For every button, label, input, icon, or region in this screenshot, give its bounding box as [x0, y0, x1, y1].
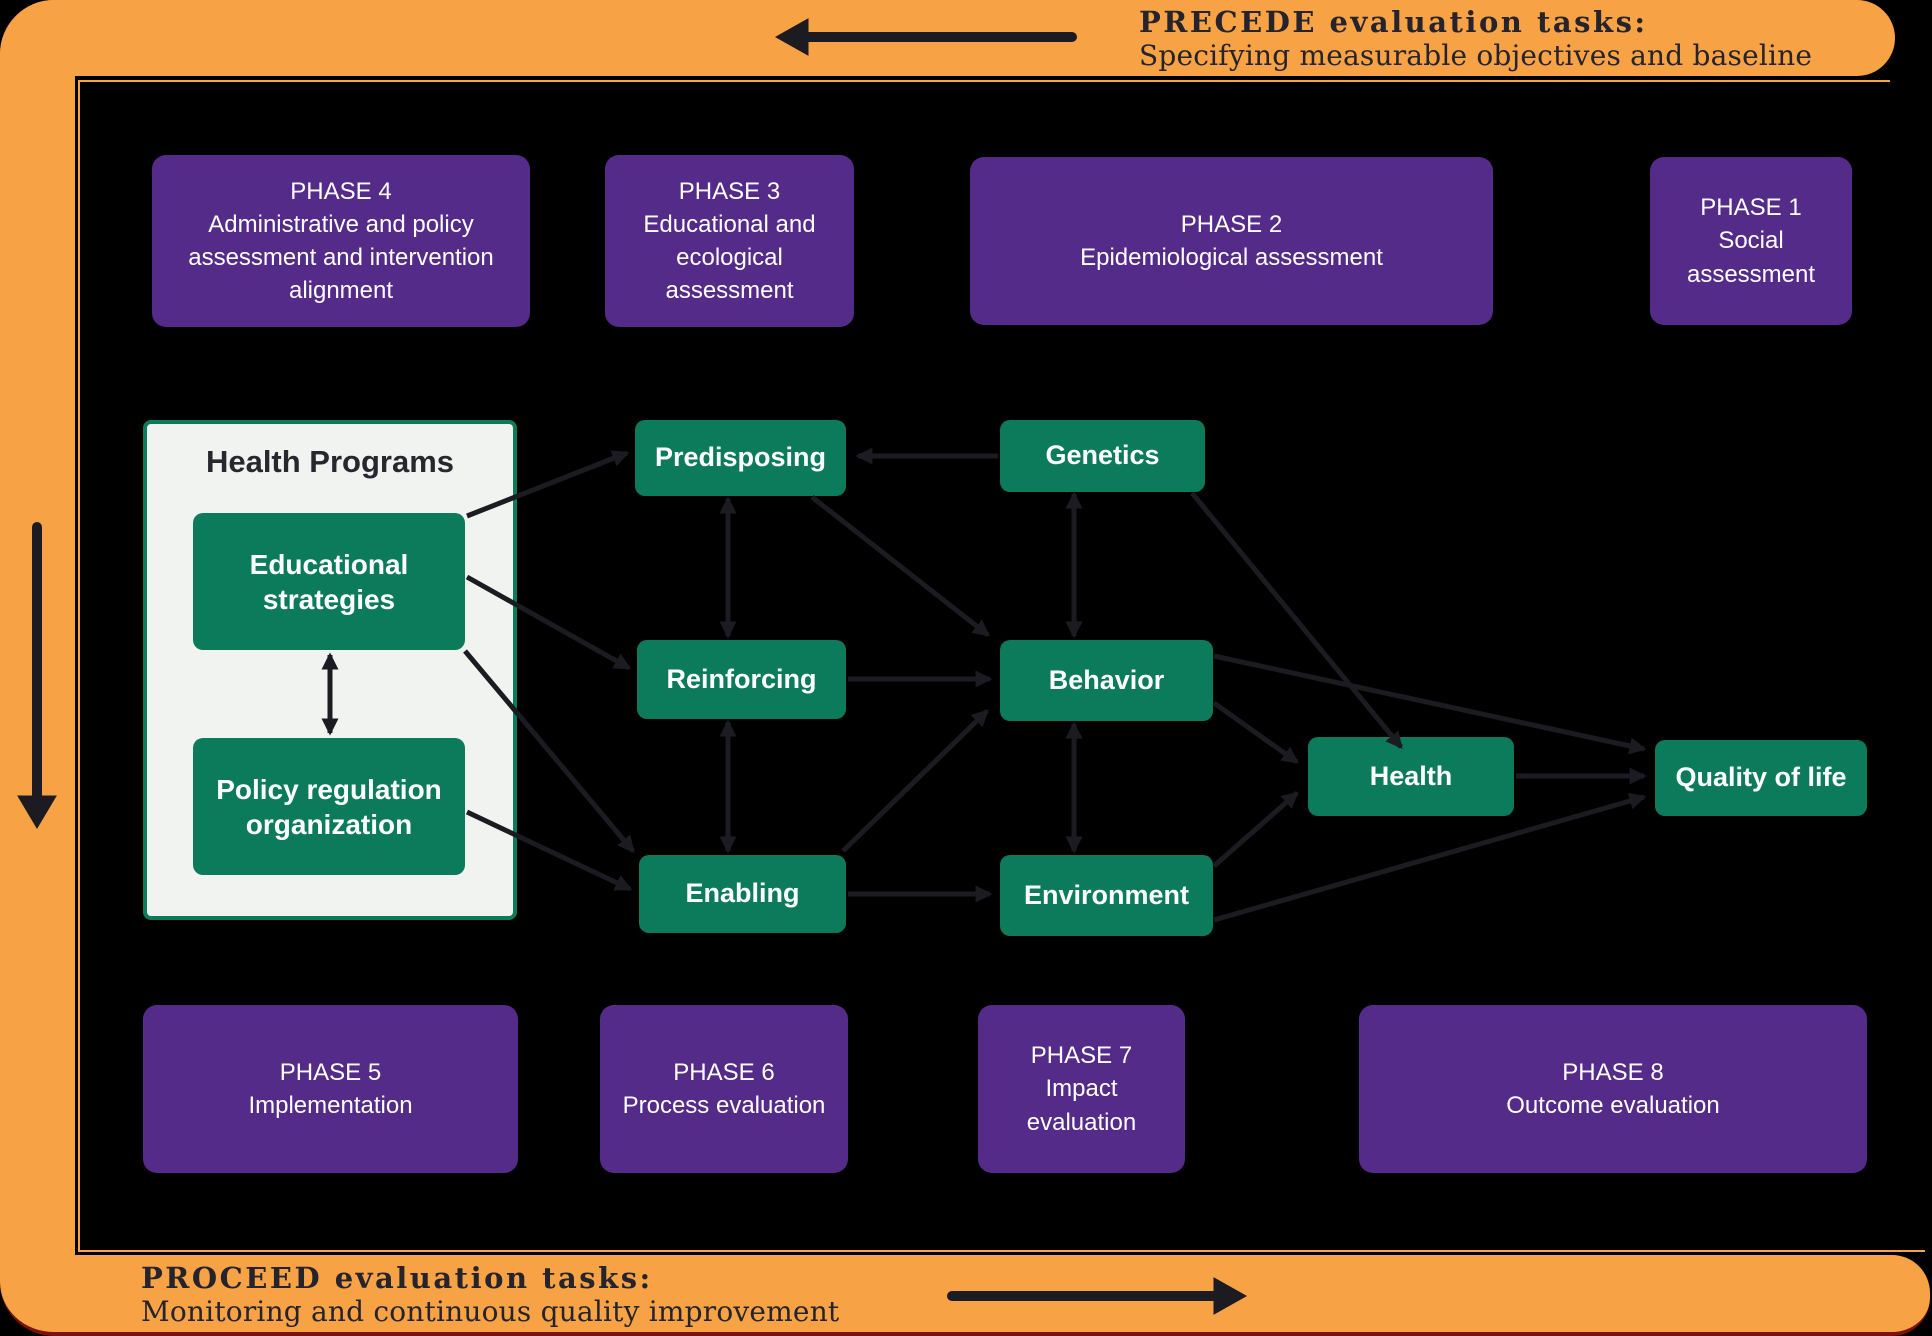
precede-banner-title: PRECEDE evaluation tasks:: [1139, 5, 1648, 39]
phase-text: Social assessment: [1686, 227, 1816, 288]
node-label: Environment: [1023, 879, 1190, 910]
node-predisposing: Predisposing: [635, 420, 846, 496]
phase-text: Epidemiological assessment: [1080, 244, 1383, 271]
precede-banner-subtitle: Specifying measurable objectives and bas…: [1139, 39, 1813, 73]
edge-predisposing-to-behavior: [810, 495, 991, 637]
edge-environment-to-health: [1212, 791, 1299, 868]
phase-title: PHASE 6: [673, 1058, 775, 1086]
inner-pinstripe-left: [78, 80, 80, 1252]
phase-box-2: PHASE 2 Epidemiological assessment: [970, 157, 1493, 325]
phase-box-7: PHASE 7 Impact evaluation: [978, 1005, 1185, 1173]
inner-pinstripe-bottom: [78, 1250, 1925, 1252]
phase-text: Implementation: [248, 1092, 413, 1119]
phase-box-1: PHASE 1 Social assessment: [1650, 157, 1852, 325]
node-label: Reinforcing: [666, 663, 817, 694]
phase-box-3: PHASE 3 Educational and ecological asses…: [605, 155, 854, 327]
phase-title: PHASE 7: [1030, 1042, 1133, 1070]
node-label: Behavior: [1048, 664, 1165, 695]
node-behavior: Behavior: [1000, 640, 1213, 721]
node-reinforcing: Reinforcing: [637, 640, 846, 719]
phase-text: Administrative and policy assessment and…: [188, 210, 494, 305]
phase-text: Outcome evaluation: [1506, 1092, 1720, 1119]
edge-genetics-to-health: [1190, 491, 1403, 749]
health-programs-title: Health Programs: [205, 444, 455, 479]
precede-banner-text: PRECEDE evaluation tasks: Specifying mea…: [1139, 5, 1899, 72]
node-label: Quality of life: [1675, 762, 1847, 793]
node-label: Health: [1369, 760, 1453, 791]
phase-text: Educational and ecological assessment: [643, 210, 816, 305]
node-label: Genetics: [1045, 440, 1160, 471]
node-environment: Environment: [1000, 855, 1213, 936]
phase-title: PHASE 4: [290, 177, 392, 205]
edge-enabling-to-behavior: [841, 709, 989, 853]
node-health: Health: [1308, 737, 1514, 816]
node-label: Predisposing: [654, 442, 827, 473]
phase-box-8: PHASE 8 Outcome evaluation: [1359, 1005, 1867, 1173]
frame-left-band: [0, 0, 75, 1332]
phase-title: PHASE 5: [279, 1058, 382, 1086]
phase-box-6: PHASE 6 Process evaluation: [600, 1005, 848, 1173]
proceed-banner-title: PROCEED evaluation tasks:: [141, 1261, 653, 1295]
proceed-banner-text: PROCEED evaluation tasks: Monitoring and…: [141, 1261, 901, 1328]
node-genetics: Genetics: [1000, 420, 1205, 492]
phase-text: Impact evaluation: [1026, 1075, 1137, 1136]
health-programs-box: Health Programs Educational strategies P…: [143, 420, 517, 920]
phase-title: PHASE 8: [1562, 1058, 1664, 1086]
phase-box-5: PHASE 5 Implementation: [143, 1005, 518, 1173]
phase-title: PHASE 3: [678, 177, 781, 205]
node-label: Policy regulation organization: [216, 773, 442, 840]
phase-title: PHASE 2: [1180, 210, 1283, 238]
node-educational-strategies: Educational strategies: [193, 513, 465, 650]
proceed-banner-subtitle: Monitoring and continuous quality improv…: [141, 1295, 840, 1329]
phase-title: PHASE 1: [1700, 194, 1802, 222]
node-policy-regulation-organization: Policy regulation organization: [193, 738, 465, 875]
edge-behavior-to-qol: [1213, 653, 1647, 755]
node-enabling: Enabling: [639, 855, 846, 933]
phase-text: Process evaluation: [622, 1092, 826, 1119]
inner-pinstripe-top: [78, 80, 1890, 82]
node-label: Educational strategies: [249, 548, 409, 615]
phase-box-4: PHASE 4 Administrative and policy assess…: [152, 155, 530, 327]
edge-behavior-to-health: [1212, 700, 1300, 765]
node-label: Enabling: [685, 878, 800, 909]
node-quality-of-life: Quality of life: [1655, 740, 1867, 816]
